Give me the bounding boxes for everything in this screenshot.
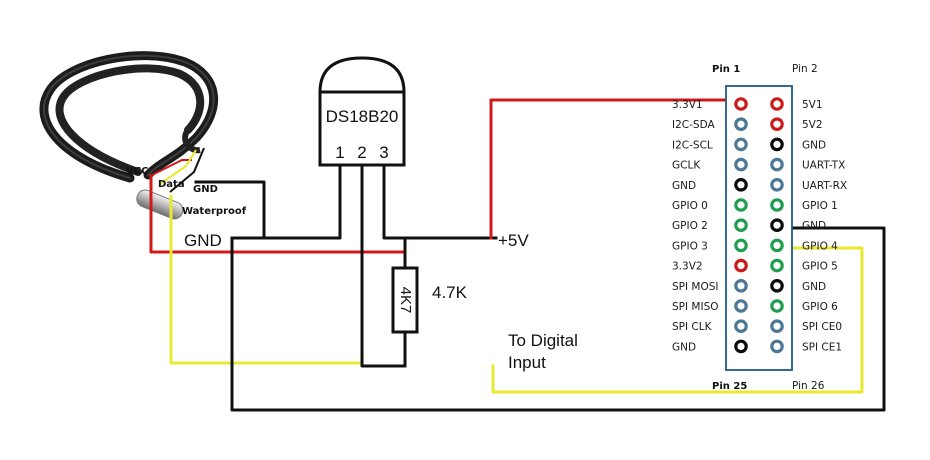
header-left-pin[interactable] xyxy=(734,137,748,152)
header-label-pin1: Pin 1 xyxy=(712,64,740,75)
header-right-pin[interactable] xyxy=(770,178,784,192)
sensor-chip-label: DS18B20 xyxy=(326,107,399,126)
probe-steel-tip xyxy=(136,189,184,220)
probe-label-data: Data xyxy=(158,179,185,190)
wire-probe-data-yellow xyxy=(169,194,362,365)
header-left-pin-label: SPI MISO xyxy=(672,301,719,313)
probe-leads xyxy=(149,147,205,193)
header-right-pin[interactable] xyxy=(770,299,784,313)
header-right-pin-label: GND xyxy=(802,139,826,151)
header-right-pin[interactable] xyxy=(770,117,784,131)
header-right-pin-label: GND xyxy=(802,220,826,232)
header-left-pin[interactable] xyxy=(734,198,748,212)
header-left-pin-label: GND xyxy=(672,180,696,192)
digital-input-label-line2: Input xyxy=(508,353,546,372)
wire-digital-yellow xyxy=(491,246,864,394)
header-right-pin-label: 5V1 xyxy=(802,99,823,111)
ds18b20-sensor: DS18B20 1 2 3 xyxy=(318,56,406,167)
header-left-pin-label: SPI MOSI xyxy=(672,281,719,293)
header-left-pin[interactable] xyxy=(734,299,748,313)
header-left-pin-label: I2C-SCL xyxy=(672,139,713,151)
header-left-pin[interactable] xyxy=(734,117,748,131)
header-left-pin[interactable] xyxy=(734,339,748,354)
sensor-pin-number-1: 1 xyxy=(335,143,344,162)
header-left-pin-label: GPIO 3 xyxy=(672,240,708,252)
header-left-pin[interactable] xyxy=(734,97,748,111)
wire-sensor-pin2-data xyxy=(360,163,407,368)
header-right-pin[interactable] xyxy=(770,97,784,111)
header-left-pin-label: 3.3V2 xyxy=(672,261,703,273)
header-left-pin[interactable] xyxy=(734,218,748,232)
gnd-label: GND xyxy=(184,231,222,250)
header-right-pin-label: GPIO 5 xyxy=(802,261,838,273)
header-right-pin[interactable] xyxy=(770,339,784,354)
header-right-pin[interactable] xyxy=(770,218,784,232)
plus-5v-label: +5V xyxy=(498,231,529,250)
header-left-pin-label: I2C-SDA xyxy=(672,119,715,131)
header-right-pin[interactable] xyxy=(770,198,784,212)
header-left-pin-label: SPI CLK xyxy=(672,321,713,333)
header-left-pin-label: 3.3V1 xyxy=(672,99,703,111)
header-label-pin2: Pin 2 xyxy=(792,63,818,75)
probe-label-gnd: GND xyxy=(193,184,218,195)
digital-input-label-line1: To Digital xyxy=(508,331,578,350)
wire-sensor-pin1-gnd xyxy=(230,163,886,412)
gpio-header: Pin 1 Pin 2 Pin 25 Pin 26 3.3V1 5V1I2C-SD… xyxy=(672,63,847,392)
header-left-pin-label: GPIO 0 xyxy=(672,200,708,212)
header-left-pin[interactable] xyxy=(734,319,748,333)
header-left-pin[interactable] xyxy=(734,278,748,293)
header-right-pin-label: SPI CE1 xyxy=(802,341,842,353)
probe-cable xyxy=(39,51,219,183)
resistor-value-label: 4.7K xyxy=(432,283,468,302)
probe-label-waterproof: Waterproof xyxy=(182,206,247,217)
sensor-pin-number-2: 2 xyxy=(357,143,366,162)
header-left-pin-label: GND xyxy=(672,341,696,353)
header-left-pin[interactable] xyxy=(734,238,748,253)
wire-5v-red xyxy=(489,98,740,240)
probe-label-vcc: VCC xyxy=(126,166,148,177)
header-right-pin[interactable] xyxy=(770,319,784,333)
header-label-pin25: Pin 25 xyxy=(712,381,747,392)
sensor-pin-number-3: 3 xyxy=(379,143,388,162)
header-right-pin[interactable] xyxy=(770,157,784,172)
header-right-pin-label: GPIO 1 xyxy=(802,200,838,212)
header-right-pin-label: GND xyxy=(802,281,826,293)
header-right-pin-label: SPI CE0 xyxy=(802,321,842,333)
header-right-pin-label: 5V2 xyxy=(802,119,823,131)
header-right-pin-label: UART-RX xyxy=(802,180,847,192)
resistor-4k7: 4K7 xyxy=(391,266,419,334)
wire-sensor-pin3-vcc xyxy=(382,163,498,240)
header-right-pin-label: GPIO 6 xyxy=(802,301,838,313)
header-left-pin-label: GCLK xyxy=(672,160,701,172)
header-left-pin[interactable] xyxy=(734,157,748,172)
resistor-code-label: 4K7 xyxy=(397,287,414,314)
header-right-pin[interactable] xyxy=(770,258,784,273)
header-left-pin-label: GPIO 2 xyxy=(672,220,708,232)
header-label-pin26: Pin 26 xyxy=(792,380,825,392)
header-right-pin-label: GPIO 4 xyxy=(802,240,838,252)
header-right-pin[interactable] xyxy=(770,137,784,152)
header-left-pin[interactable] xyxy=(734,178,748,192)
header-right-pin-label: UART-TX xyxy=(802,160,845,172)
header-right-pin[interactable] xyxy=(770,238,784,253)
header-left-pin[interactable] xyxy=(734,258,748,273)
header-right-pin[interactable] xyxy=(770,278,784,293)
